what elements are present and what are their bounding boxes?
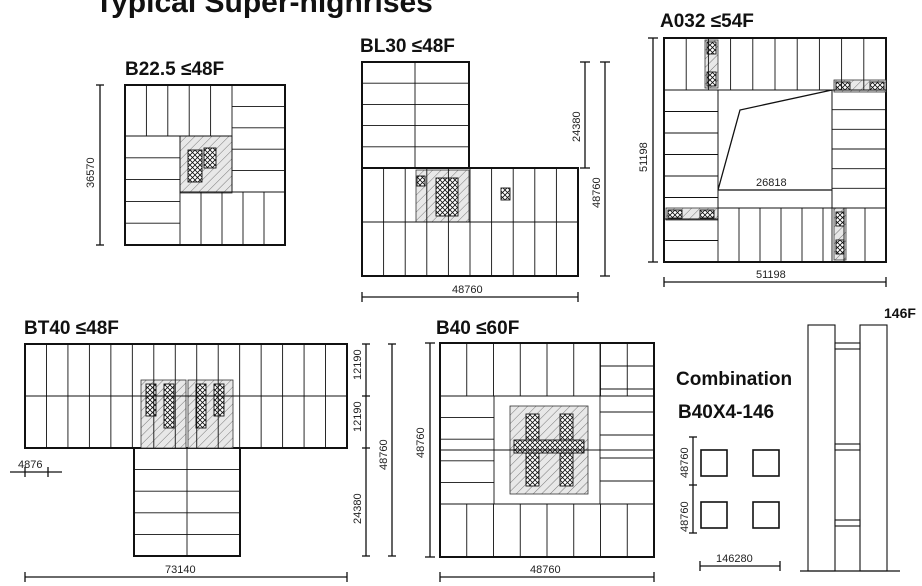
plan-a032-dim-inner: 26818 xyxy=(756,177,787,189)
combination-dim-h: 146280 xyxy=(716,553,753,565)
plan-bt40: BT40 ≤48F 12190 12190 24380 48760 4876 7… xyxy=(10,318,396,582)
plan-bl30: BL30 ≤48F 24380 48760 48760 xyxy=(360,36,610,302)
plan-a032-dim-v: 51198 xyxy=(638,142,650,172)
plan-b40-dim-h: 48760 xyxy=(530,564,561,576)
plan-a032: A032 ≤54F 26818 51198 51198 xyxy=(638,11,887,287)
combination-height-label: 146F xyxy=(884,305,916,321)
combination: Combination B40X4-146 48760 48760 146280… xyxy=(676,305,916,572)
plan-b225: B22.5 ≤48F 36570 xyxy=(85,59,286,246)
combination-dim-v2: 48760 xyxy=(679,501,691,532)
plan-bl30-dim-v-total: 48760 xyxy=(591,177,603,208)
plan-bt40-dim-h: 73140 xyxy=(165,564,196,576)
combination-tower-2 xyxy=(752,449,780,477)
plan-bt40-dim-v2: 12190 xyxy=(352,401,364,432)
combination-label-line1: Combination xyxy=(676,369,792,390)
plan-bl30-label: BL30 ≤48F xyxy=(360,36,455,57)
plan-bt40-dim-v3: 24380 xyxy=(352,493,364,524)
plan-a032-label: A032 ≤54F xyxy=(660,11,754,32)
page-title: Typical Super-highrises xyxy=(95,0,433,19)
combination-elevation: 146F xyxy=(800,305,916,572)
combination-dim-v1: 48760 xyxy=(679,447,691,478)
plan-bl30-dim-v-upper: 24380 xyxy=(571,111,583,142)
combination-label-line2: B40X4-146 xyxy=(678,402,774,423)
plan-bt40-dim-small: 4876 xyxy=(18,459,42,471)
plan-b40-dim-v: 48760 xyxy=(415,427,427,458)
plan-a032-dim-h: 51198 xyxy=(756,269,786,281)
combination-tower-4 xyxy=(752,501,780,529)
combination-tower-3 xyxy=(700,501,728,529)
plan-b225-label: B22.5 ≤48F xyxy=(125,59,224,80)
plan-b40: B40 ≤60F 48760 48760 xyxy=(415,318,655,582)
plan-b40-label: B40 ≤60F xyxy=(436,318,519,339)
plan-bt40-dim-v1: 12190 xyxy=(352,349,364,380)
plan-bl30-dim-h: 48760 xyxy=(452,284,483,296)
plan-b225-dim-v: 36570 xyxy=(85,157,97,188)
plan-bt40-label: BT40 ≤48F xyxy=(24,318,119,339)
plan-bt40-dim-v-total: 48760 xyxy=(378,439,390,470)
combination-tower-1 xyxy=(700,449,728,477)
